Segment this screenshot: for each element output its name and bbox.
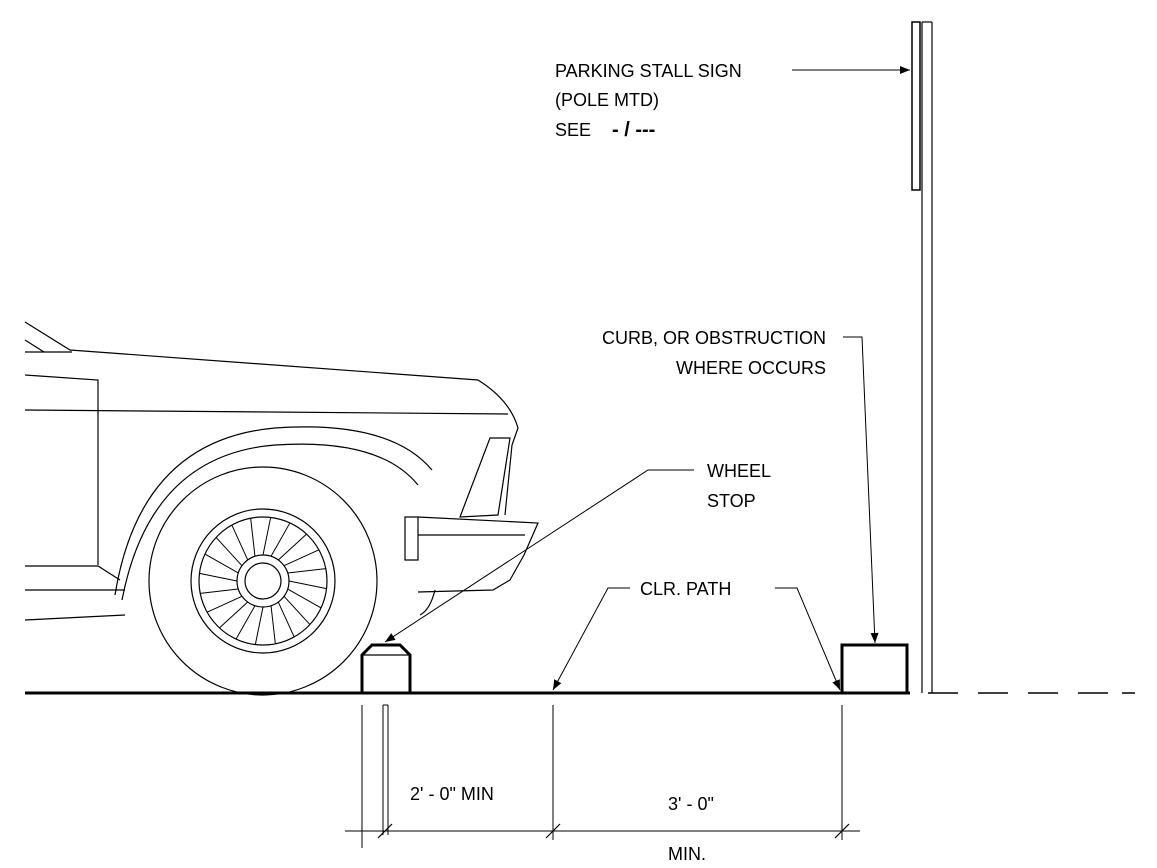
- wheel-stop-label-line1: WHEEL: [707, 461, 771, 481]
- wheel-spoke: [199, 572, 238, 582]
- curb-leader: [843, 336, 879, 644]
- clr-path-leader-right: [775, 587, 841, 691]
- wheel-spoke: [270, 522, 291, 557]
- dimension-right-min-label: MIN.: [668, 844, 706, 864]
- wheel-icon: [148, 466, 378, 696]
- dimension-left-label: 2' - 0" MIN: [410, 784, 494, 804]
- sign-label-line1: PARKING STALL SIGN: [555, 61, 742, 81]
- curb: [840, 643, 909, 693]
- wheel-spoke: [283, 549, 320, 567]
- wheel-spoke: [287, 568, 326, 574]
- dimension-line: [345, 823, 860, 839]
- wheel-spoke: [270, 605, 276, 644]
- wheel-spoke: [219, 601, 249, 629]
- dimension-right-label: 3' - 0": [668, 794, 714, 814]
- parking-stall-sign: [911, 21, 921, 191]
- wheel-stop-label-line2: STOP: [707, 491, 756, 511]
- dimension-extension-lines: [361, 704, 843, 848]
- wheel-spoke: [231, 524, 249, 561]
- curb-label-line1: CURB, OR OBSTRUCTION: [602, 328, 826, 348]
- wheel-stop-leader: [384, 469, 694, 643]
- wheel-spoke: [215, 537, 243, 567]
- clr-path-label: CLR. PATH: [640, 579, 731, 599]
- sign-label-line2: (POLE MTD): [555, 90, 659, 110]
- clr-path-leader-left: [552, 587, 630, 691]
- wheel-spoke: [287, 588, 322, 609]
- car-front-icon: [24, 321, 539, 621]
- wheel-spoke: [277, 533, 307, 561]
- wheel-spoke: [235, 605, 256, 640]
- wheel-spoke: [262, 517, 272, 556]
- wheel-spoke: [288, 580, 327, 590]
- wheel-spoke: [277, 601, 295, 638]
- wheel-spoke: [200, 588, 239, 594]
- wheel-spoke: [204, 553, 239, 574]
- wheel-spoke: [250, 518, 256, 557]
- sign-reference: - / ---: [612, 119, 655, 141]
- wheel-spoke: [206, 595, 243, 613]
- curb-label-line2: WHERE OCCURS: [676, 358, 826, 378]
- wheel-spoke: [254, 606, 264, 645]
- wheel-spoke: [283, 595, 311, 625]
- wheel-stop: [360, 643, 412, 693]
- sign-see-label: SEE: [555, 120, 591, 140]
- sign-pole: [921, 21, 933, 693]
